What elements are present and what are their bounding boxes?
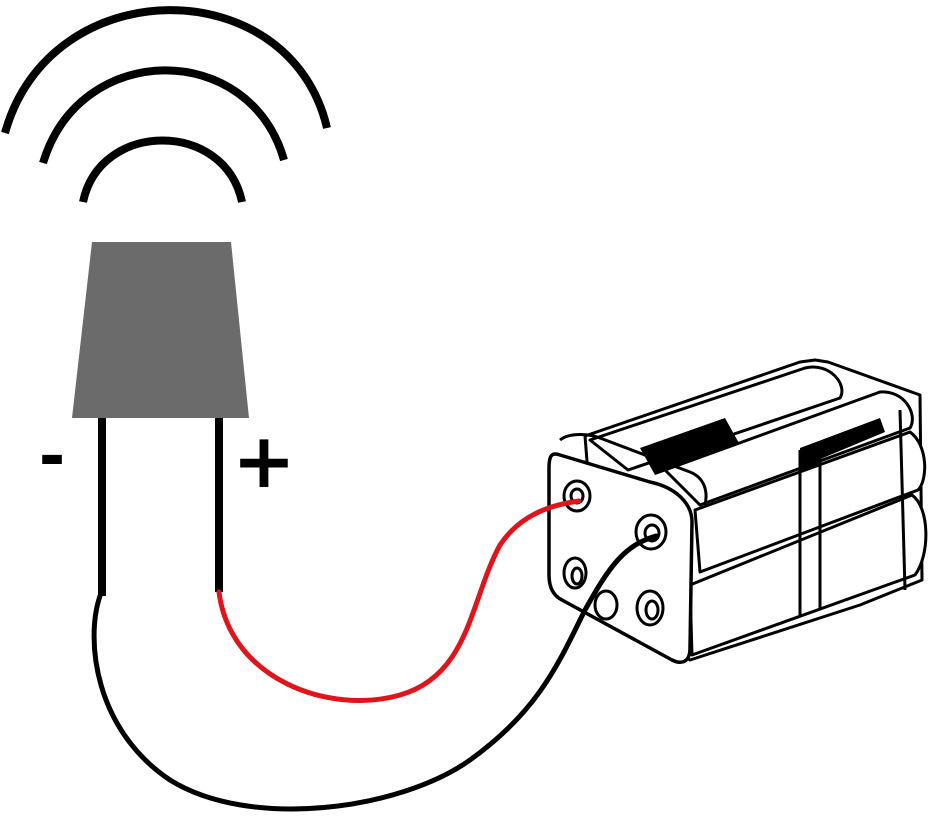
positive-label: + bbox=[232, 416, 296, 505]
buzzer-icon bbox=[72, 242, 249, 596]
negative-label: - bbox=[39, 420, 66, 494]
cell-top-right-label bbox=[800, 418, 885, 512]
cell-side-upper bbox=[693, 430, 927, 574]
buzzer-body bbox=[72, 242, 249, 418]
cell-divider-3 bbox=[898, 409, 907, 591]
sound-wave-medium bbox=[39, 66, 288, 165]
sound-waves-icon bbox=[1, 6, 331, 203]
sound-wave-large bbox=[1, 6, 331, 135]
negative-wire bbox=[91, 533, 659, 812]
hole-lower-middle bbox=[593, 589, 619, 621]
hole-lower-left-inner bbox=[570, 566, 584, 586]
sound-wave-small bbox=[79, 136, 246, 203]
cell-top-right bbox=[663, 390, 914, 507]
cell-top-left-label bbox=[640, 418, 740, 475]
positive-wire bbox=[216, 498, 582, 703]
battery-holder-icon bbox=[547, 358, 928, 664]
cell-side-lower bbox=[688, 493, 928, 657]
hole-lower-right-inner bbox=[644, 599, 660, 621]
holder-front-rim bbox=[559, 433, 708, 506]
